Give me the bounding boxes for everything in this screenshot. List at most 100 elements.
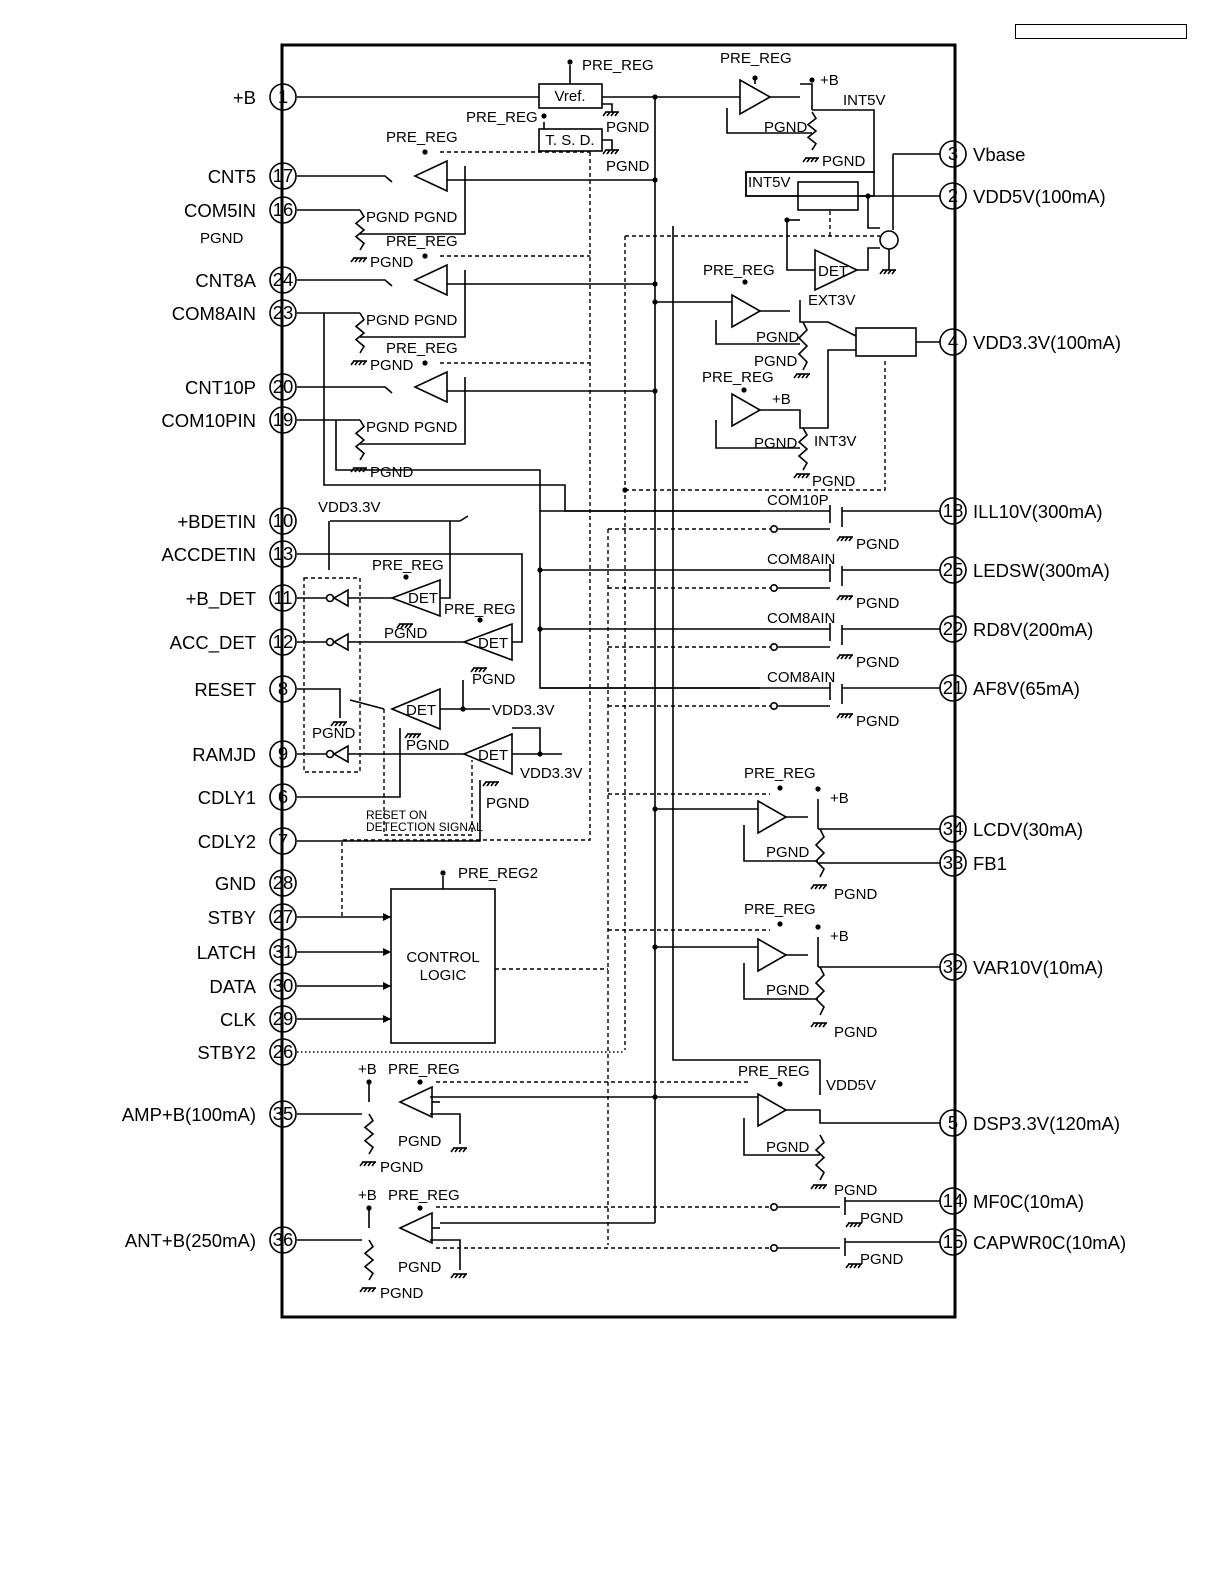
pin-label-28: GND	[215, 873, 256, 894]
det-label-top: DET	[818, 263, 848, 280]
ground-hatch	[836, 713, 841, 719]
resistor	[814, 1134, 826, 1181]
resistor	[354, 209, 366, 251]
net-label-int3v: INT3V	[814, 433, 857, 450]
net-label-pre-reg: PRE_REG	[386, 340, 458, 357]
ground-hatch	[840, 654, 845, 660]
resistor	[806, 111, 818, 151]
wire	[297, 688, 341, 700]
latch-dashed-box	[303, 577, 361, 773]
switch-node	[769, 701, 778, 710]
ground-hatch	[450, 1273, 455, 1279]
net-label-pgnd: PGND	[398, 1259, 442, 1276]
ground-hatch	[822, 884, 827, 890]
pin-number-right-15: 15	[943, 1231, 964, 1252]
ground-hatch	[404, 733, 409, 739]
part-number-box	[1015, 24, 1187, 39]
wire	[383, 709, 473, 836]
pin-number-right-34: 34	[943, 818, 964, 839]
ground-hatch	[836, 654, 841, 660]
pin-circle-left-19	[269, 406, 297, 434]
wire	[625, 360, 886, 491]
pin-circle-left-26	[269, 1038, 297, 1066]
net-label-plus-b: +B	[820, 72, 839, 89]
pin-circle-left-23	[269, 299, 297, 327]
junction-dot	[422, 149, 428, 155]
junction-dot	[815, 786, 821, 792]
pin-number-left-1: 1	[278, 86, 288, 107]
ground-hatch	[363, 1287, 368, 1293]
ground-hatch	[793, 373, 798, 379]
amplifier-triangle	[739, 78, 772, 116]
pin-circle-left-36	[269, 1226, 297, 1254]
ground-hatch	[822, 1184, 827, 1190]
ground-hatch	[853, 1263, 858, 1269]
junction-dot	[777, 921, 783, 927]
wire	[360, 377, 466, 445]
amplifier-triangle	[757, 799, 788, 835]
ground-hatch	[848, 536, 853, 542]
pin-label-5: DSP3.3V(120mA)	[973, 1113, 1120, 1134]
net-label-pre-reg: PRE_REG	[444, 601, 516, 618]
ground-hatch	[818, 1184, 823, 1190]
pin-number-left-23: 23	[273, 302, 294, 323]
amplifier-triangle	[461, 732, 513, 776]
ground-hatch	[610, 111, 615, 117]
net-label-pgnd: PGND	[366, 209, 410, 226]
ground-hatch	[797, 473, 802, 479]
pin-label-2: VDD5V(100mA)	[973, 186, 1106, 207]
junction-dot	[622, 487, 628, 493]
pin-label-4: VDD3.3V(100mA)	[973, 332, 1121, 353]
det-label-b: DET	[408, 590, 438, 607]
junction-dot	[652, 806, 658, 812]
wire	[786, 1109, 940, 1124]
net-label-pgnd: PGND	[384, 625, 428, 642]
pin-number-right-22: 22	[943, 618, 964, 639]
ground-hatch	[853, 1222, 858, 1228]
ground-hatch	[848, 595, 853, 601]
vref-block	[538, 83, 603, 109]
wire	[430, 1239, 461, 1270]
pin-number-left-24: 24	[273, 269, 294, 290]
pin-label-24: CNT8A	[195, 270, 256, 291]
ground-hatch	[822, 1022, 827, 1028]
ground-hatch	[814, 884, 819, 890]
pin-label-13: ACCDETIN	[161, 544, 256, 565]
net-label-pre-reg: PRE_REG	[738, 1063, 810, 1080]
wire	[297, 780, 481, 842]
ground-hatch	[801, 373, 806, 379]
ground-hatch	[338, 721, 343, 727]
pin-label-9: RAMJD	[192, 744, 256, 765]
pin-number-left-11: 11	[273, 587, 292, 608]
tsd-block	[538, 128, 603, 152]
wire	[672, 226, 821, 1095]
ground-hatch	[350, 257, 355, 263]
ground-hatch	[400, 623, 405, 629]
net-label-pgnd: PGND	[754, 435, 798, 452]
wire	[743, 963, 818, 1000]
det-label-acc: DET	[478, 635, 508, 652]
junction-dot	[652, 944, 658, 950]
pin-label-11: +B_DET	[186, 588, 256, 610]
pin-label-31: LATCH	[197, 942, 256, 963]
wire	[786, 220, 815, 271]
junction-dot	[417, 1079, 423, 1085]
pin-number-left-17: 17	[273, 165, 294, 186]
ground-hatch	[810, 1022, 815, 1028]
pin-number-left-12: 12	[273, 631, 294, 652]
ground-hatch	[840, 595, 845, 601]
ground-hatch	[810, 1184, 815, 1190]
pin-circle-left-8	[269, 675, 297, 703]
ground-hatch	[458, 1147, 463, 1153]
pin-number-left-16: 16	[273, 199, 294, 220]
junction-dot	[652, 177, 658, 183]
switch-node	[769, 642, 778, 651]
pin-number-right-4: 4	[948, 331, 958, 352]
junction-dot	[422, 253, 428, 259]
det-label-ramjd: DET	[478, 747, 508, 764]
wire	[857, 247, 880, 271]
pin-label-22: RD8V(200mA)	[973, 619, 1093, 640]
net-label-pgnd: PGND	[414, 209, 458, 226]
pin-label-33: FB1	[973, 853, 1007, 874]
pin-number-left-26: 26	[273, 1041, 294, 1062]
